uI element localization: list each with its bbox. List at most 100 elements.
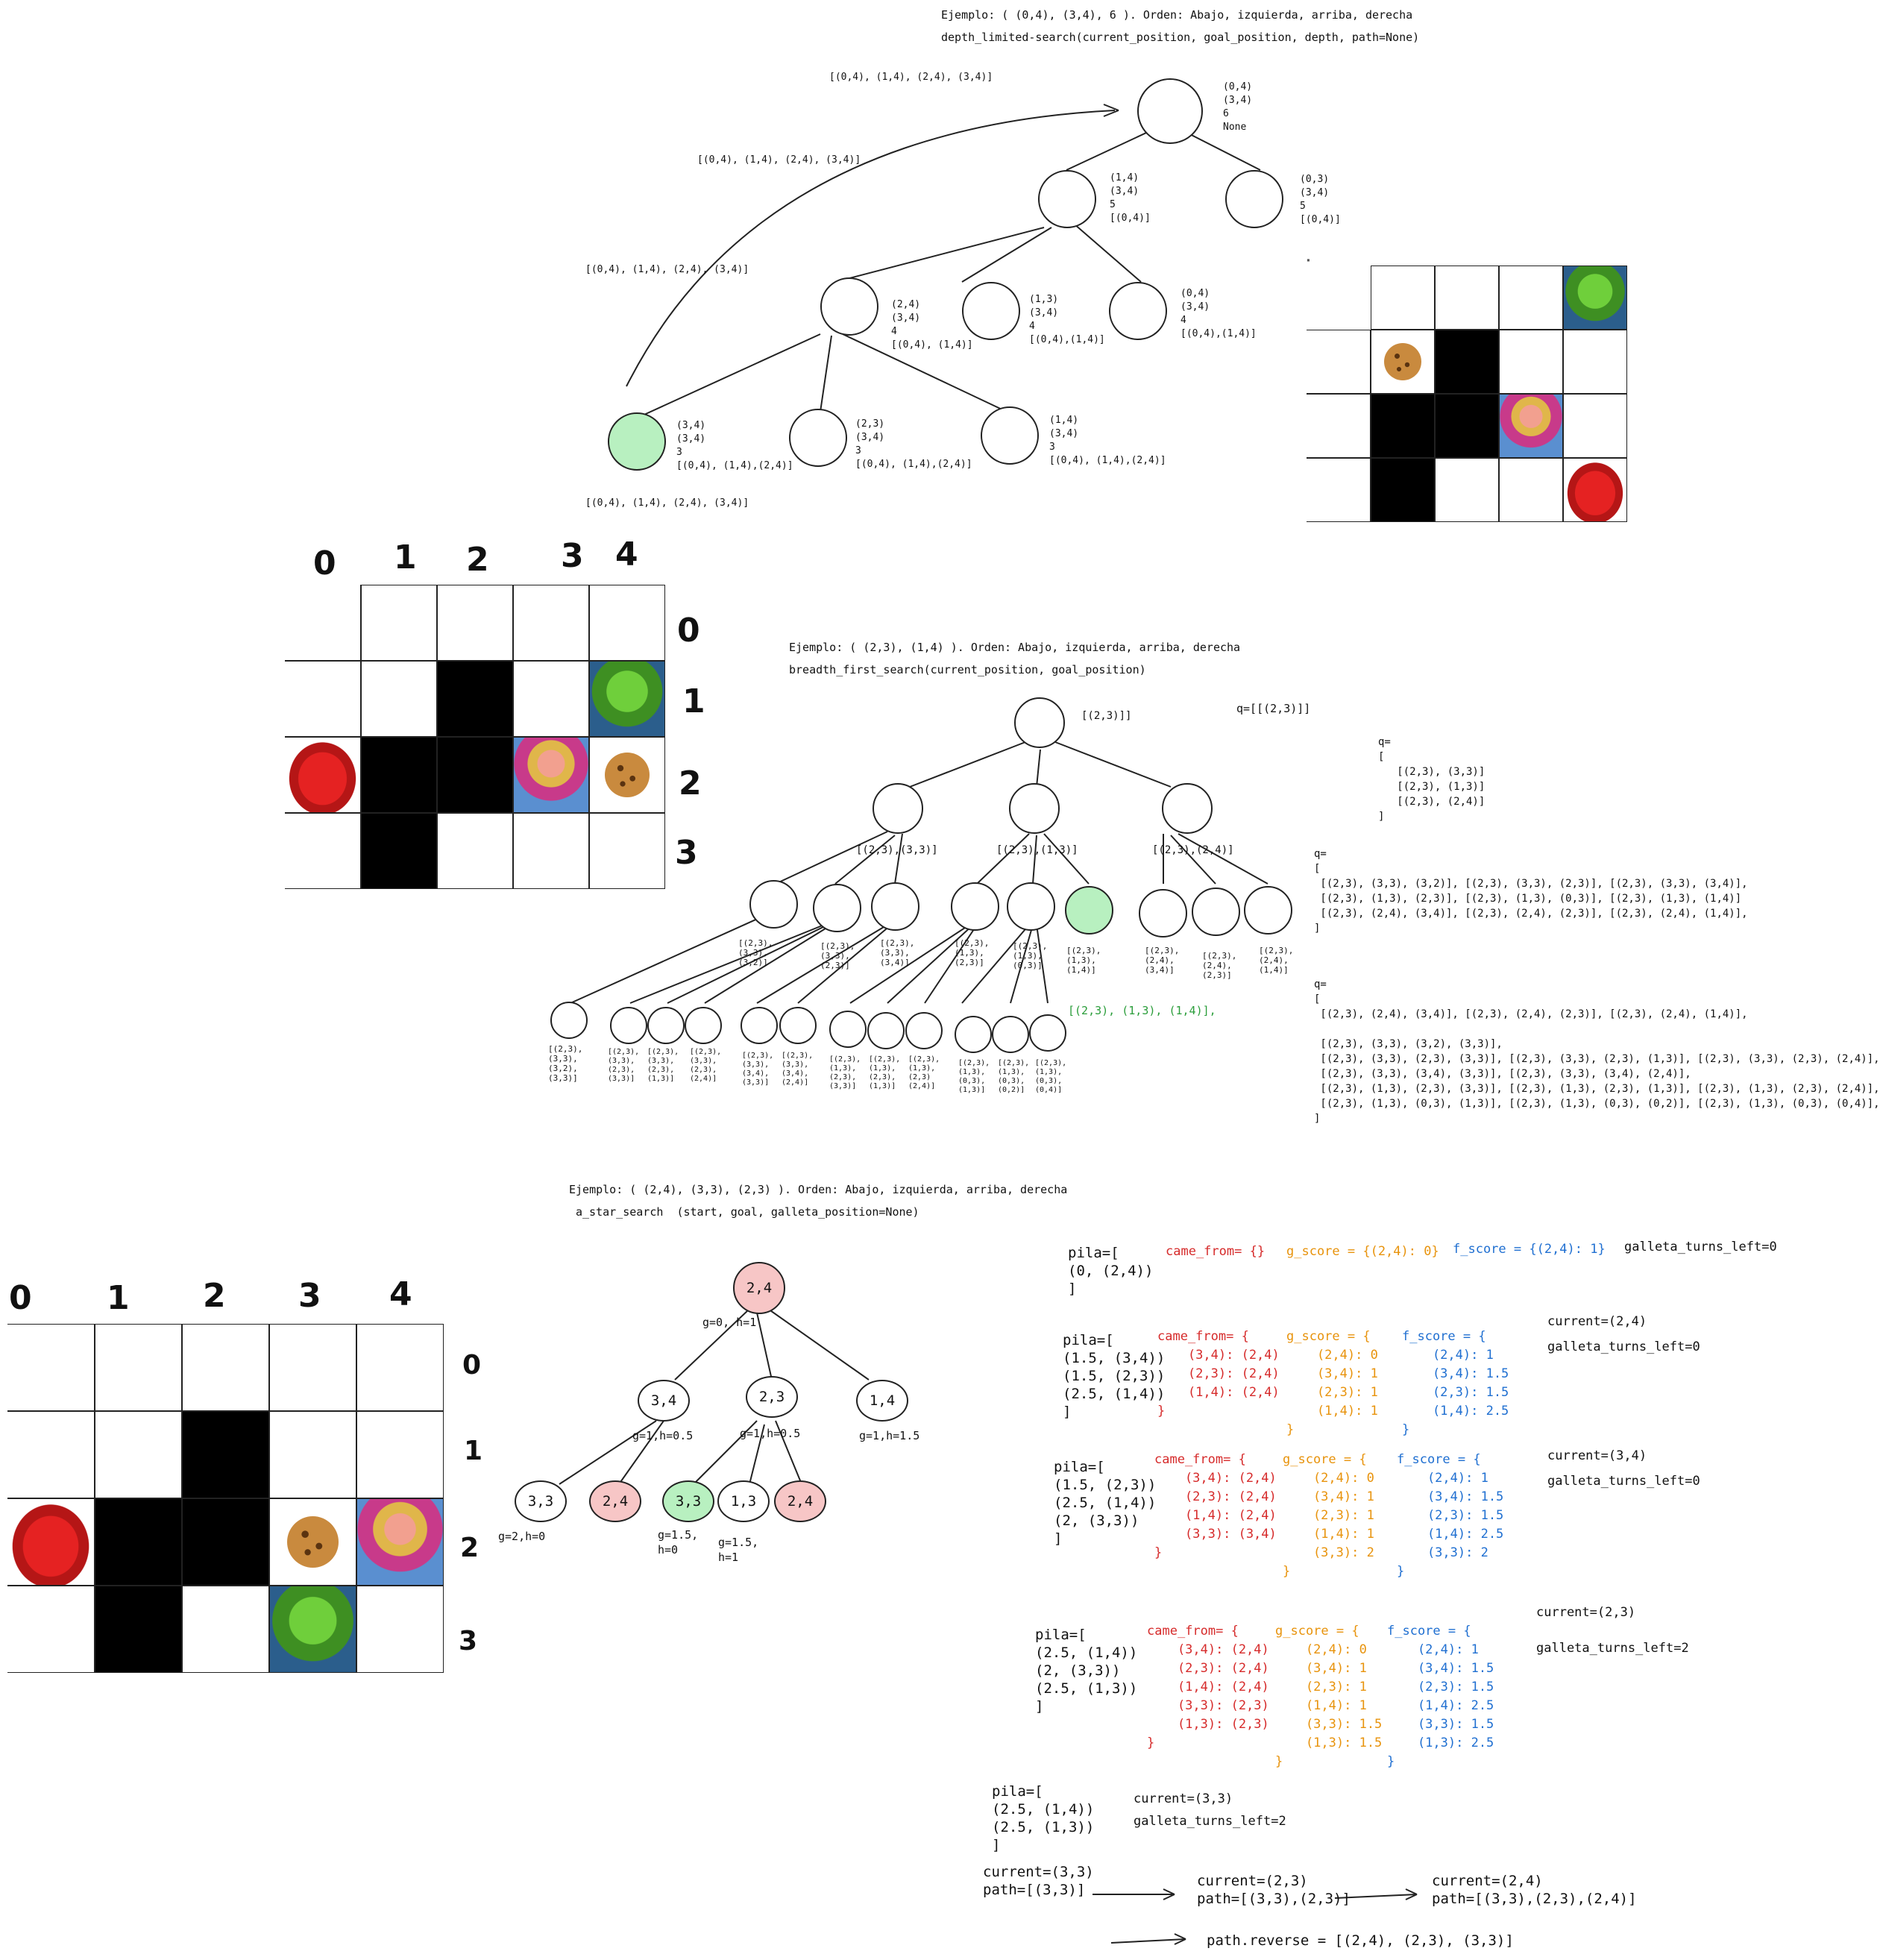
grid-cell: [95, 1411, 182, 1498]
row-label: 0: [677, 612, 700, 650]
maze-grid-2: [7, 1324, 444, 1673]
dls-arrow-label-4: [(0,4), (1,4), (2,4), (3,4)]: [585, 497, 749, 509]
astar-node: 2,4: [774, 1480, 826, 1522]
bfs-node: [905, 1012, 943, 1049]
astar-score: g=1.5, h=0: [658, 1528, 699, 1557]
dls-node-root: [1137, 78, 1203, 144]
astar-node: 2,4: [589, 1480, 641, 1522]
grid-cell-elmo: [1563, 458, 1627, 522]
bfs-found-label: [(2,3), (1,3), (1,4)],: [1068, 1004, 1216, 1017]
grid-cell: [269, 1324, 356, 1411]
astar-score: g=1.5, h=1: [718, 1536, 759, 1564]
dls-node-label: (1,4) (3,4) 3 [(0,4), (1,4),(2,4)]: [1049, 415, 1166, 466]
dls-node-label: (1,4) (3,4) 5 [(0,4)]: [1110, 172, 1151, 224]
grid-cell: [1307, 458, 1371, 522]
astar-extra: current=(3,3) galleta_turns_left=2: [1134, 1791, 1286, 1829]
dls-signature: depth_limited-search(current_position, g…: [941, 31, 1420, 44]
dls-arrow-label-3: [(0,4), (1,4), (2,4), (3,4)]: [585, 264, 749, 275]
grid-cell-wall: [1371, 458, 1435, 522]
dls-node-label: (2,4) (3,4) 4 [(0,4), (1,4)]: [891, 299, 973, 351]
dls-arrow-label-1: [(0,4), (1,4), (2,4), (3,4)]: [829, 72, 993, 83]
astar-extra: current=(2,4) galleta_turns_left=0: [1547, 1314, 1700, 1354]
grid-cell-elmo: [285, 737, 361, 813]
cookie-icon: [1371, 330, 1434, 393]
astar-g-score: g_score = { (2,4): 0 (3,4): 1 (2,3): 1 (…: [1283, 1452, 1374, 1579]
whiteboard-canvas: Ejemplo: ( (0,4), (3,4), 6 ). Orden: Aba…: [7, 8, 1880, 1949]
grid-cell-wall: [1435, 330, 1499, 394]
bfs-l3-label: [(2,3), (1,3), (2,3), (3,3)]: [829, 1055, 861, 1090]
grid-cell-wall: [1435, 394, 1499, 458]
grid-cell: [437, 813, 513, 889]
grid-cell-cookie: [1371, 330, 1435, 394]
astar-pila: pila=[ (2.5, (1,4)) (2, (3,3)) (2.5, (1,…: [1035, 1627, 1138, 1715]
astar-g-score: g_score = { (2,4): 0 (3,4): 1 (2,3): 1 (…: [1275, 1624, 1383, 1769]
maze-grid-1: [285, 585, 665, 889]
row-label: 1: [682, 682, 705, 720]
astar-came-from: came_from= { (3,4): (2,4) (2,3): (2,4) (…: [1157, 1329, 1280, 1419]
bfs-queue-2: q= [ [(2,3), (3,3)] [(2,3), (1,3)] [(2,3…: [1378, 736, 1486, 823]
dls-title: Ejemplo: ( (0,4), (3,4), 6 ). Orden: Aba…: [941, 8, 1413, 22]
astar-score: g=0, h=1: [702, 1316, 757, 1329]
astar-score: g=1,h=0.5: [740, 1427, 801, 1440]
astar-pila: pila=[ (1.5, (2,3)) (2.5, (1,4)) (2, (3,…: [1054, 1459, 1157, 1547]
window-icon: ▪: [1307, 257, 1310, 263]
row-label: 1: [464, 1436, 483, 1466]
bfs-l2-label: [(2,3), (2,4), (1,4)]: [1259, 946, 1294, 975]
bfs-l2-label: [(2,3), (3,3), (3,2)]: [738, 938, 773, 967]
grid-cell: [285, 813, 361, 889]
bfs-branch-label: [(2,3),(1,3)]: [996, 844, 1078, 856]
astar-came-from: came_from= { (3,4): (2,4) (2,3): (2,4) (…: [1147, 1624, 1269, 1750]
bfs-queue-3: q= [ [(2,3), (3,3), (3,2)], [(2,3), (3,3…: [1314, 848, 1748, 935]
astar-node: 1,3: [717, 1480, 770, 1522]
grid-cell: [1563, 394, 1627, 458]
grid-cell: [589, 813, 665, 889]
bfs-l3-label: [(2,3), (1,3), (0,3), (0,4)]: [1035, 1059, 1067, 1094]
col-label: 1: [107, 1279, 130, 1317]
dls-node-label: (2,3) (3,4) 3 [(0,4), (1,4),(2,4)]: [855, 418, 972, 470]
dls-node: [1038, 170, 1096, 228]
cookie-icon: [590, 738, 664, 812]
grid-cell-frog: [1563, 266, 1627, 330]
frog-icon: [590, 662, 664, 736]
col-label: 1: [394, 538, 417, 577]
dls-arrow-label-2: [(0,4), (1,4), (2,4), (3,4)]: [697, 154, 861, 166]
dls-node-label: (1,3) (3,4) 4 [(0,4),(1,4)]: [1029, 294, 1105, 345]
col-label: 0: [313, 544, 336, 582]
grid-cell-frog: [589, 661, 665, 737]
grid-cell: [356, 1411, 444, 1498]
grid-cell: [1499, 458, 1563, 522]
grid-cell-wall: [361, 737, 437, 813]
astar-came-from: came_from= {}: [1166, 1244, 1266, 1259]
mini-grid: [1307, 266, 1627, 522]
grid-cell: [1499, 266, 1563, 330]
piggy-icon: [514, 738, 588, 812]
grid-cell: [1563, 330, 1627, 394]
grid-cell: [1499, 330, 1563, 394]
grid-cell: [513, 661, 589, 737]
dls-node: [1225, 170, 1283, 228]
astar-g-score: g_score = { (2,4): 0 (3,4): 1 (2,3): 1 (…: [1286, 1329, 1378, 1437]
game-window-screenshot: ▪: [1307, 257, 1629, 522]
path-step: current=(3,3) path=[(3,3)]: [983, 1864, 1094, 1898]
astar-extra: current=(2,3) galleta_turns_left=2: [1536, 1605, 1689, 1656]
grid-cell-elmo: [7, 1498, 95, 1586]
grid-cell-wall: [182, 1411, 269, 1498]
astar-title: Ejemplo: ( (2,4), (3,3), (2,3) ). Orden:…: [569, 1183, 1068, 1196]
grid-cell: [437, 585, 513, 661]
grid-cell: [182, 1324, 269, 1411]
grid-cell-frog: [269, 1586, 356, 1673]
astar-score: g=1,h=0.5: [632, 1429, 694, 1442]
grid-cell: [1435, 266, 1499, 330]
bfs-node: [741, 1007, 778, 1044]
grid-cell: [1307, 330, 1371, 394]
col-label: 2: [203, 1277, 226, 1315]
final-path: path.reverse = [(2,4), (2,3), (3,3)]: [1207, 1932, 1514, 1949]
bfs-node: [992, 1016, 1029, 1053]
grid-cell-wall: [437, 737, 513, 813]
grid-cell: [513, 813, 589, 889]
bfs-node: [1139, 889, 1187, 937]
astar-f-score: f_score = { (2,4): 1 (3,4): 1.5 (2,3): 1…: [1397, 1452, 1504, 1579]
bfs-node: [1007, 882, 1055, 931]
dls-node-label: (0,4) (3,4) 4 [(0,4),(1,4)]: [1180, 288, 1257, 339]
grid-cell: [7, 1411, 95, 1498]
